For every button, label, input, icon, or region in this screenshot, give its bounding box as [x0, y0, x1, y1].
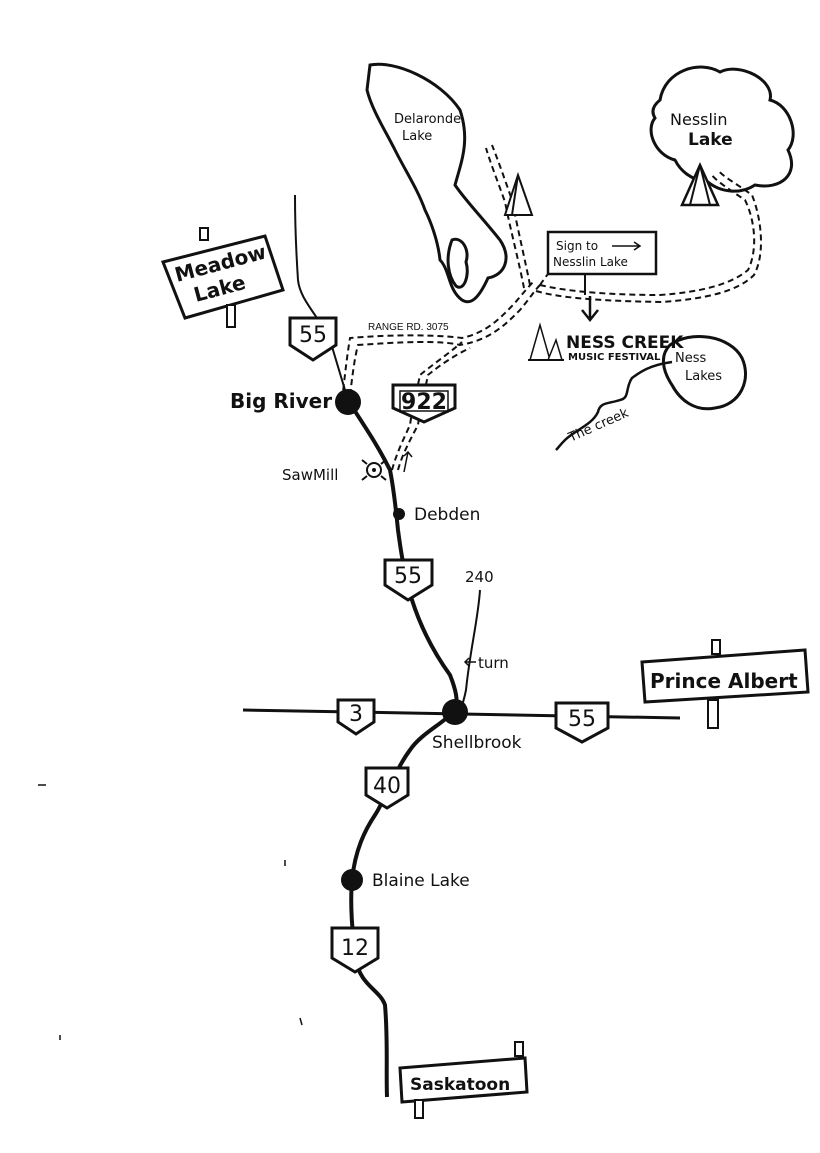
hwy-55-east-label: 55 — [568, 707, 596, 732]
shellbrook-town: Shellbrook — [432, 699, 522, 753]
hwy-12-label: 12 — [341, 936, 369, 961]
ness-lakes-label-1: Ness — [675, 351, 706, 366]
hwy-40-label: 40 — [373, 774, 401, 799]
hwy-55-shield-east: 55 — [554, 701, 610, 744]
turn-annotation: turn — [463, 654, 509, 672]
prince-albert-sign-label: Prince Albert — [650, 669, 798, 693]
saw-blade-icon — [361, 459, 387, 481]
big-river-town: Big River — [230, 389, 361, 415]
nesslin-lake-sign: Sign to Nesslin Lake — [546, 230, 658, 295]
hwy-922-label: 922 — [401, 390, 447, 415]
meadow-lake-sign: Meadow Lake — [160, 227, 285, 328]
prince-albert-sign: Prince Albert — [640, 639, 810, 729]
saskatoon-sign-label: Saskatoon — [410, 1075, 510, 1095]
blaine-lake-town: Blaine Lake — [341, 869, 470, 891]
tent-icon — [503, 171, 534, 216]
nesslin-lake: Nesslin Lake — [649, 65, 795, 207]
dashed-route — [341, 144, 762, 471]
saw-mill: SawMill — [282, 459, 387, 484]
saskatoon-sign: Saskatoon — [398, 1041, 529, 1119]
hwy-922-shield: 922 — [391, 383, 457, 424]
saw-mill-label: SawMill — [282, 466, 338, 484]
hwy-3-label: 3 — [349, 702, 363, 727]
big-river-label: Big River — [230, 389, 332, 413]
up-arrow-icon — [403, 450, 413, 473]
festival-label-2: MUSIC FESTIVAL — [568, 352, 661, 363]
shellbrook-label: Shellbrook — [432, 733, 522, 753]
nesslin-sign-label-2: Nesslin Lake — [553, 255, 628, 269]
nesslin-lake-label-1: Nesslin — [670, 110, 728, 129]
hwy-55-north-label: 55 — [299, 323, 327, 348]
turn-label: turn — [478, 654, 509, 672]
ness-lakes-label-2: Lakes — [685, 369, 722, 384]
road-240-label: 240 — [465, 568, 494, 586]
down-arrow-icon — [581, 296, 599, 323]
tree-icon — [680, 161, 720, 207]
blaine-lake-label: Blaine Lake — [372, 871, 470, 891]
debden-town: Debden — [393, 505, 480, 525]
hwy-12-shield: 12 — [330, 926, 380, 974]
range-road-label: RANGE RD. 3075 — [368, 322, 449, 333]
nesslin-sign-label-1: Sign to — [556, 239, 598, 253]
hwy-40-shield: 40 — [364, 766, 410, 810]
ness-lakes: Ness Lakes — [662, 334, 748, 411]
hwy-3-shield: 3 — [336, 698, 376, 736]
delaronde-lake: Delaronde Lake — [365, 62, 508, 304]
specks — [38, 784, 303, 1040]
debden-label: Debden — [414, 505, 480, 525]
festival-label-1: NESS CREEK — [566, 333, 684, 353]
delaronde-lake-label-2: Lake — [402, 129, 432, 144]
creek: The creek — [555, 360, 673, 451]
nesslin-lake-label-2: Lake — [688, 130, 733, 150]
hwy-55-shield-north: 55 — [288, 316, 338, 362]
ness-creek-festival-logo: NESS CREEK MUSIC FESTIVAL — [528, 322, 684, 363]
hwy-55-mid-label: 55 — [394, 564, 422, 589]
delaronde-lake-label-1: Delaronde — [394, 112, 461, 127]
hwy-55-shield-mid: 55 — [383, 558, 434, 602]
